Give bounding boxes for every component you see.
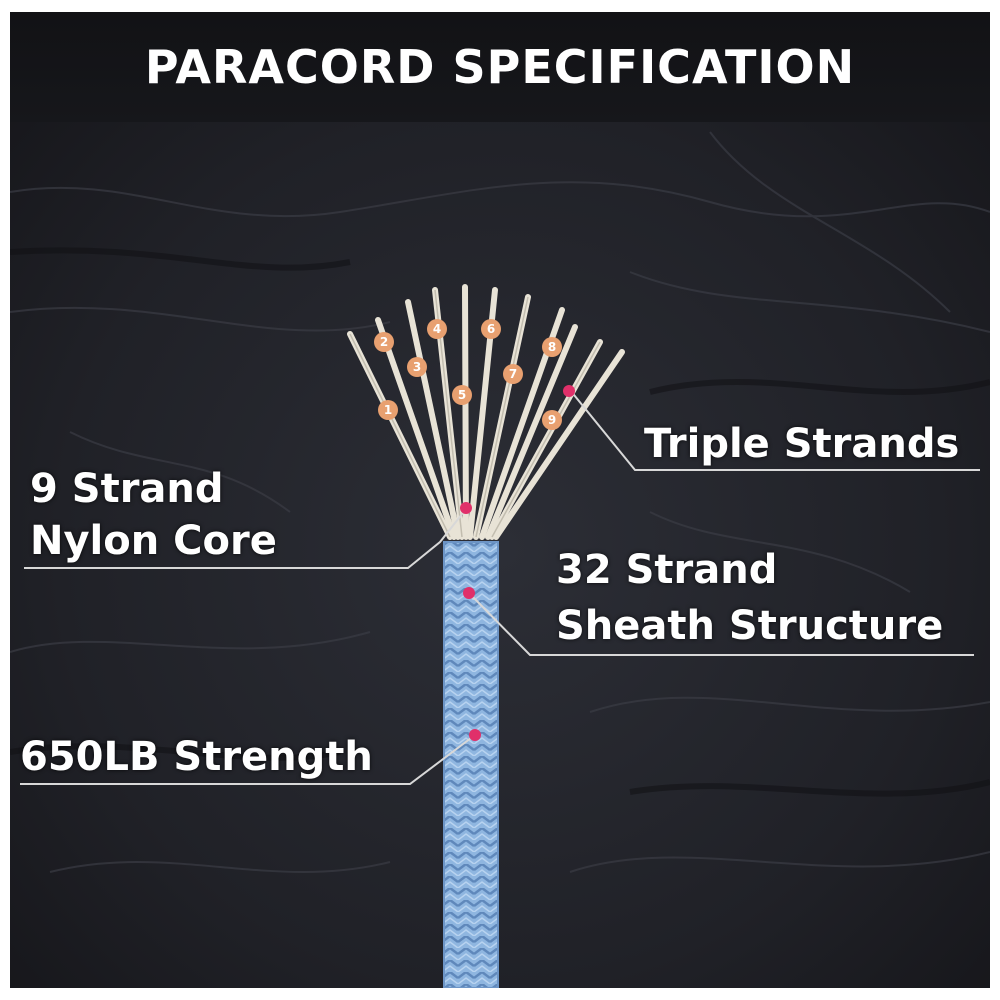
core-strand: [493, 349, 625, 540]
paracord-diagram: PARACORD SPECIFICATION: [10, 12, 990, 988]
strand-badge-2: 2: [374, 332, 394, 352]
strand-number: 2: [380, 335, 388, 349]
sheath: [443, 541, 499, 988]
strand-number: 4: [433, 322, 441, 336]
leader-lines: [20, 389, 980, 785]
rock-background: [10, 12, 990, 988]
strand-badge-7: 7: [503, 364, 523, 384]
label-triple-strands: Triple Strands: [644, 421, 960, 467]
marker-dots: [460, 385, 575, 741]
label-sheath-line1: 32 Strand: [556, 547, 778, 593]
label-strength: 650LB Strength: [20, 734, 373, 780]
strand-badge-4: 4: [427, 319, 447, 339]
strand-badge-9: 9: [542, 410, 562, 430]
strand-badge-5: 5: [452, 385, 472, 405]
marker-dot-core: [460, 502, 472, 514]
strand-badge-3: 3: [407, 357, 427, 377]
core-strand: [405, 299, 461, 540]
page-title: PARACORD SPECIFICATION: [144, 40, 856, 94]
marker-dot-sheath: [463, 587, 475, 599]
core-strand: [375, 317, 457, 540]
core-strand: [485, 324, 578, 540]
label-core-line2: Nylon Core: [30, 518, 277, 564]
title-bar: PARACORD SPECIFICATION: [10, 12, 990, 122]
strand-number: 8: [548, 340, 556, 354]
leader-line-core: [24, 508, 467, 569]
marker-dot-triple: [563, 385, 575, 397]
strand-badge-8: 8: [542, 337, 562, 357]
marker-dot-strength: [469, 729, 481, 741]
leader-line-sheath: [469, 593, 974, 656]
leader-line-triple: [569, 389, 980, 471]
strand-number: 6: [487, 322, 495, 336]
strand-number: 7: [509, 367, 517, 381]
paracord-illustration: 1 2 3 4 5 6 7 8 9: [20, 284, 980, 988]
label-core-line1: 9 Strand: [30, 466, 224, 512]
leader-line-strength: [20, 734, 476, 785]
strand-number: 3: [413, 360, 421, 374]
strand-badge-6: 6: [481, 319, 501, 339]
core-strand: [462, 284, 469, 540]
strand-badge-1: 1: [378, 400, 398, 420]
strand-number: 1: [384, 403, 392, 417]
strand-number: 5: [458, 388, 466, 402]
label-sheath-line2: Sheath Structure: [556, 603, 944, 649]
strand-badges: 1 2 3 4 5 6 7 8 9: [374, 319, 562, 430]
strand-number: 9: [548, 413, 556, 427]
